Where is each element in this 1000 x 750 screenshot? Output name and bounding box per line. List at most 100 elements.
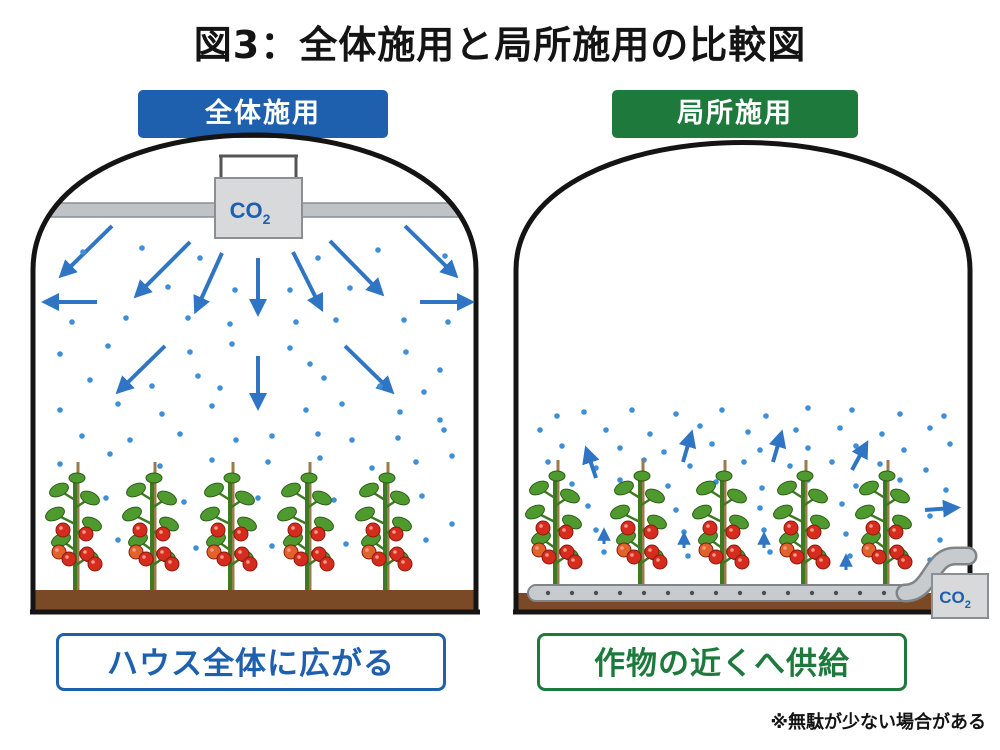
co2-dot: [103, 495, 109, 501]
co2-dot: [105, 343, 111, 349]
co2-label-right: CO: [939, 588, 965, 607]
co2-dot: [79, 433, 85, 439]
co2-dot: [181, 499, 187, 505]
co2-dot: [423, 537, 429, 543]
arrow-icon: [768, 429, 787, 463]
plants-left: [45, 462, 413, 590]
co2-dot: [647, 431, 653, 437]
diffusion-arrows-left: [41, 224, 475, 411]
arrow-icon: [291, 251, 324, 313]
co2-dot: [847, 553, 853, 559]
co2-dot: [187, 349, 193, 355]
co2-tank-icon: CO2: [214, 177, 303, 239]
co2-dot: [673, 411, 679, 417]
co2-dot: [419, 493, 425, 499]
arrow-icon: [924, 499, 961, 518]
co2-dot: [665, 483, 671, 489]
arrow-icon: [193, 252, 224, 315]
co2-dot: [197, 255, 203, 261]
co2-tank-icon: CO2: [931, 573, 989, 619]
tomato-plant-icon: [692, 460, 750, 588]
co2-dot: [369, 465, 375, 471]
co2-dot: [159, 411, 165, 417]
co2-dot: [759, 485, 765, 491]
co2-dot: [937, 537, 943, 543]
co2-dot: [829, 459, 835, 465]
co2-dot: [761, 527, 767, 533]
co2-dot: [673, 507, 679, 513]
co2-dot: [601, 549, 607, 555]
co2-sub-right: 2: [965, 599, 971, 611]
co2-dot: [209, 403, 215, 409]
co2-dot: [757, 447, 763, 453]
co2-dot: [943, 487, 949, 493]
greenhouse-icon: [30, 132, 479, 612]
co2-dot: [897, 411, 903, 417]
co2-dot: [227, 321, 233, 327]
co2-dot: [80, 249, 86, 255]
co2-dot: [269, 433, 275, 439]
co2-dot: [315, 431, 321, 437]
co2-dot: [413, 459, 419, 465]
co2-dot: [709, 441, 715, 447]
label-local: 局所施用: [612, 90, 858, 138]
co2-dot: [757, 505, 763, 511]
tomato-plant-icon: [610, 460, 668, 588]
co2-dot: [581, 409, 587, 415]
svg-text:CO2: CO2: [939, 588, 971, 611]
co2-dot: [157, 463, 163, 469]
co2-dot: [901, 447, 907, 453]
co2-dot: [395, 435, 401, 441]
co2-dot: [741, 459, 747, 465]
co2-dot: [681, 529, 687, 535]
co2-dot: [115, 537, 121, 543]
co2-dot: [947, 441, 953, 447]
arrow-icon: [403, 224, 459, 279]
co2-dot: [69, 319, 75, 325]
co2-dot: [149, 383, 155, 389]
svg-text:CO2: CO2: [230, 198, 271, 227]
co2-dot: [269, 543, 275, 549]
co2-dot: [57, 407, 63, 413]
plants-right: [525, 460, 913, 588]
co2-dot: [265, 459, 271, 465]
co2-dot: [839, 501, 845, 507]
co2-dot: [401, 317, 407, 323]
greenhouse-right: CO2: [513, 140, 989, 619]
diffusion-arrows-right: [582, 429, 961, 570]
arrow-icon: [328, 239, 385, 297]
co2-dot: [209, 457, 215, 463]
co2-dot: [697, 423, 703, 429]
co2-dot: [569, 481, 575, 487]
co2-dot: [449, 453, 455, 459]
co2-dot: [805, 445, 811, 451]
co2-dot: [287, 287, 293, 293]
co2-dot: [307, 361, 313, 367]
co2-dot: [767, 549, 773, 555]
co2-dot: [333, 317, 339, 323]
co2-dot: [347, 285, 353, 291]
co2-dot: [315, 255, 321, 261]
co2-dot: [437, 417, 443, 423]
caption-local: 作物の近くへ供給: [537, 633, 907, 691]
co2-dot: [123, 315, 129, 321]
co2-dot: [853, 443, 859, 449]
co2-dot: [229, 341, 235, 347]
greenhouse-left: CO2: [30, 132, 480, 615]
co2-dot: [437, 367, 443, 373]
page-title: 図3：全体施用と局所施用の比較図: [193, 23, 807, 67]
co2-dot: [559, 443, 565, 449]
co2-dot: [397, 409, 403, 415]
arrow-icon: [582, 445, 600, 479]
co2-dot: [293, 319, 299, 325]
co2-dot: [177, 431, 183, 437]
co2-dot: [617, 445, 623, 451]
tomato-plant-icon: [355, 462, 413, 590]
co2-dot: [445, 319, 451, 325]
caption-overall: ハウス全体に広がる: [56, 633, 446, 691]
arrow-icon: [58, 224, 114, 279]
soil-left: [33, 590, 476, 612]
co2-dot: [879, 431, 885, 437]
arrow-icon: [115, 344, 167, 395]
